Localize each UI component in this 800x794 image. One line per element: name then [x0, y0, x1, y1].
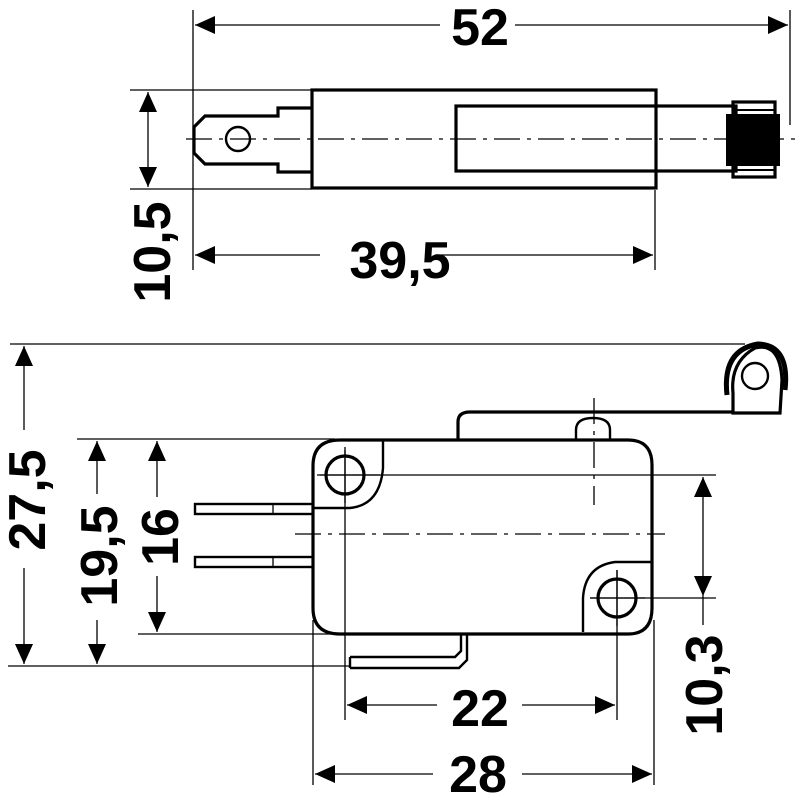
dimension-hole-vertical-spacing: 10,3: [676, 477, 734, 736]
label-body-height: 16: [132, 508, 190, 566]
label-body-length: 39,5: [349, 232, 450, 290]
dimension-body-length: 39,5: [195, 232, 653, 290]
dimension-side-body-length: 28: [315, 746, 652, 794]
terminal-pins: [193, 502, 469, 670]
dimension-body-width: 10,5: [124, 92, 182, 303]
dimension-hole-horizontal-spacing: 22: [347, 680, 615, 738]
side-view: 27,5 19,5 16 10,3: [0, 341, 789, 794]
top-view: 52 10,5 39,5: [124, 0, 800, 303]
label-body-width: 10,5: [124, 201, 182, 302]
dimension-overall-length: 52: [195, 0, 788, 57]
label-side-body-length: 28: [449, 746, 507, 794]
label-overall-length: 52: [451, 0, 509, 57]
dimension-body-height: 16: [132, 441, 190, 632]
label-hole-vertical-spacing: 10,3: [676, 634, 734, 735]
dimension-height-to-terminal: 19,5: [71, 441, 129, 664]
dimension-overall-height: 27,5: [0, 346, 57, 664]
label-hole-horizontal-spacing: 22: [451, 680, 509, 738]
label-overall-height: 27,5: [0, 449, 57, 550]
label-height-to-terminal: 19,5: [71, 505, 129, 606]
